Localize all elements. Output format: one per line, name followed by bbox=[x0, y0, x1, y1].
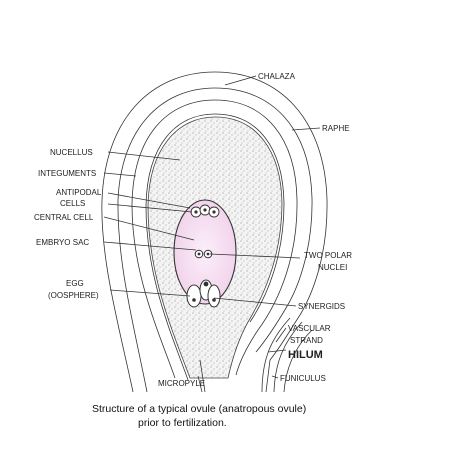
label-synergids: SYNERGIDS bbox=[298, 302, 345, 311]
inner-integument-inner-outline bbox=[145, 113, 285, 381]
funiculus-outline bbox=[261, 317, 291, 393]
label-vascular-2: STRAND bbox=[290, 336, 323, 345]
caption-line-1: Structure of a typical ovule (anatropous… bbox=[92, 403, 306, 415]
label-chalaza: CHALAZA bbox=[258, 72, 296, 81]
label-nucellus: NUCELLUS bbox=[50, 148, 93, 157]
label-embryo-sac: EMBRYO SAC bbox=[36, 238, 89, 247]
polar-nuclei bbox=[194, 249, 213, 259]
label-raphe: RAPHE bbox=[322, 124, 350, 133]
vascular-strand-line bbox=[273, 321, 303, 393]
label-integuments: INTEGUMENTS bbox=[38, 169, 96, 178]
micropyle-canal bbox=[199, 359, 206, 393]
label-central-cell: CENTRAL CELL bbox=[34, 213, 94, 222]
label-polar-2: NUCLEI bbox=[318, 263, 347, 272]
label-antipodal-2: CELLS bbox=[60, 199, 85, 208]
label-polar-1: TWO POLAR bbox=[304, 251, 352, 260]
antipodal-cells bbox=[190, 204, 220, 218]
label-hilum: HILUM bbox=[288, 349, 323, 361]
inner-integument-outline bbox=[131, 99, 298, 379]
label-egg-1: EGG bbox=[66, 279, 84, 288]
outer-integument-inner-outline bbox=[117, 87, 313, 393]
label-funiculus: FUNICULUS bbox=[280, 374, 326, 383]
label-micropyle: MICROPYLE bbox=[158, 379, 205, 388]
funiculus-outer-line bbox=[283, 329, 313, 393]
leader-lines bbox=[103, 75, 321, 393]
caption-line-2: prior to fertilization. bbox=[138, 417, 227, 429]
label-egg-2: (OOSPHERE) bbox=[48, 291, 99, 300]
label-antipodal-1: ANTIPODAL bbox=[56, 188, 102, 197]
label-vascular-1: VASCULAR bbox=[288, 324, 331, 333]
egg-apparatus bbox=[186, 279, 221, 308]
